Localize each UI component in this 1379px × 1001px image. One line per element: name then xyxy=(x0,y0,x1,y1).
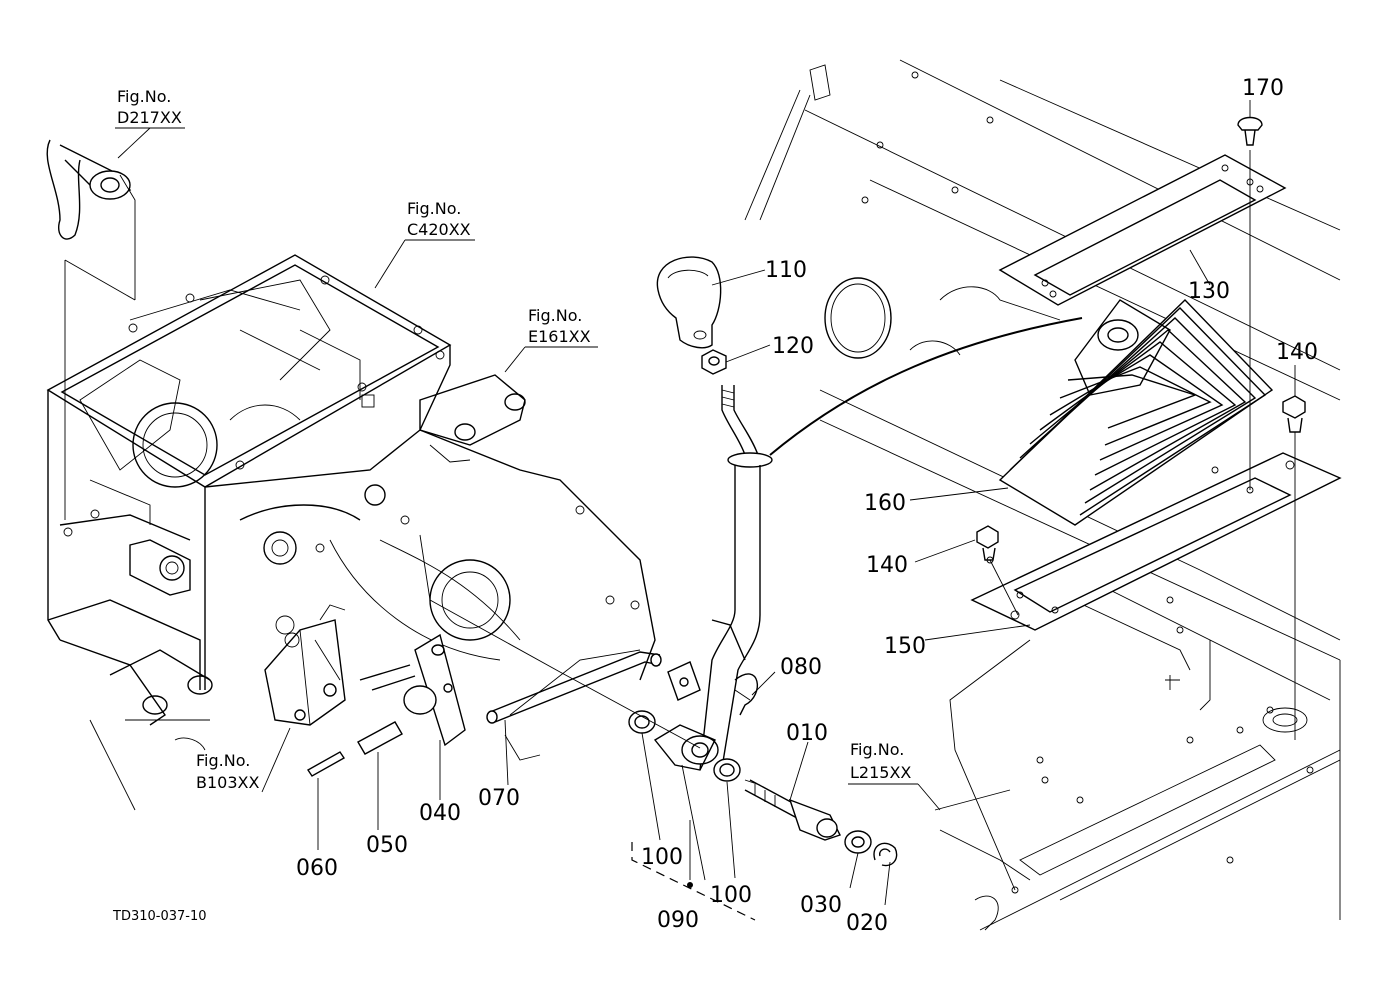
bolt-140-lower xyxy=(976,525,999,561)
rod-070 xyxy=(486,649,662,761)
pin-060 xyxy=(306,751,346,777)
cover-plate-130 xyxy=(998,154,1287,306)
svg-text:Fig.No.: Fig.No. xyxy=(117,87,171,106)
washer-030 xyxy=(844,830,872,854)
shift-lever-010 xyxy=(653,385,773,781)
snap-ring-020 xyxy=(873,842,898,867)
part-label-020: 020 xyxy=(846,911,888,936)
part-label-130: 130 xyxy=(1188,279,1230,304)
arm-040 xyxy=(359,633,466,747)
part-label-150: 150 xyxy=(884,634,926,659)
svg-text:B103XX: B103XX xyxy=(196,773,259,792)
part-label-070: 070 xyxy=(478,786,520,811)
part-label-060: 060 xyxy=(296,856,338,881)
part-label-110: 110 xyxy=(765,258,807,283)
shift-knob-110 xyxy=(656,256,722,349)
drawing-code: TD310-037-10 xyxy=(112,909,207,924)
part-label-080: 080 xyxy=(780,655,822,680)
svg-text:E161XX: E161XX xyxy=(528,327,591,346)
shaft-010 xyxy=(744,779,841,841)
part-label-140-upper: 140 xyxy=(1276,340,1318,365)
cotter-pin-080 xyxy=(734,673,759,716)
part-label-120: 120 xyxy=(772,334,814,359)
svg-text:Fig.No.: Fig.No. xyxy=(407,199,461,218)
square-plate xyxy=(667,661,701,701)
valve-assembly-b103 xyxy=(264,604,346,726)
bushing-100-right xyxy=(713,758,741,782)
figure-reference-b103: Fig.No. B103XX xyxy=(196,751,259,792)
figure-reference-e161: Fig.No. E161XX xyxy=(528,306,591,346)
bracket-e161 xyxy=(419,374,526,463)
part-label-090: 090 xyxy=(657,908,699,933)
part-label-010: 010 xyxy=(786,721,828,746)
part-label-030: 030 xyxy=(800,893,842,918)
base-plate-150 xyxy=(970,452,1342,631)
screw-170 xyxy=(1237,116,1263,146)
part-label-100-left: 100 xyxy=(641,845,683,870)
part-label-050: 050 xyxy=(366,833,408,858)
svg-text:Fig.No.: Fig.No. xyxy=(196,751,250,770)
svg-text:L215XX: L215XX xyxy=(850,763,911,782)
figure-reference-l215: Fig.No. L215XX xyxy=(850,740,911,782)
part-label-170: 170 xyxy=(1242,76,1284,101)
svg-text:D217XX: D217XX xyxy=(117,108,182,127)
lock-nut-120 xyxy=(701,349,727,375)
svg-text:Fig.No.: Fig.No. xyxy=(528,306,582,325)
part-label-040: 040 xyxy=(419,801,461,826)
rubber-boot-160 xyxy=(998,299,1274,526)
handle-lever-d217 xyxy=(46,139,136,520)
transmission-case xyxy=(46,254,656,811)
figure-reference-d217: Fig.No. D217XX xyxy=(117,87,182,127)
bushing-100-left xyxy=(628,710,656,734)
part-label-140-lower: 140 xyxy=(866,553,908,578)
bolt-140-upper xyxy=(1282,395,1306,433)
part-label-100-right: 100 xyxy=(710,883,752,908)
part-label-160: 160 xyxy=(864,491,906,516)
svg-text:Fig.No.: Fig.No. xyxy=(850,740,904,759)
figure-reference-c420: Fig.No. C420XX xyxy=(407,199,471,239)
pin-050 xyxy=(357,721,403,755)
svg-text:C420XX: C420XX xyxy=(407,220,471,239)
